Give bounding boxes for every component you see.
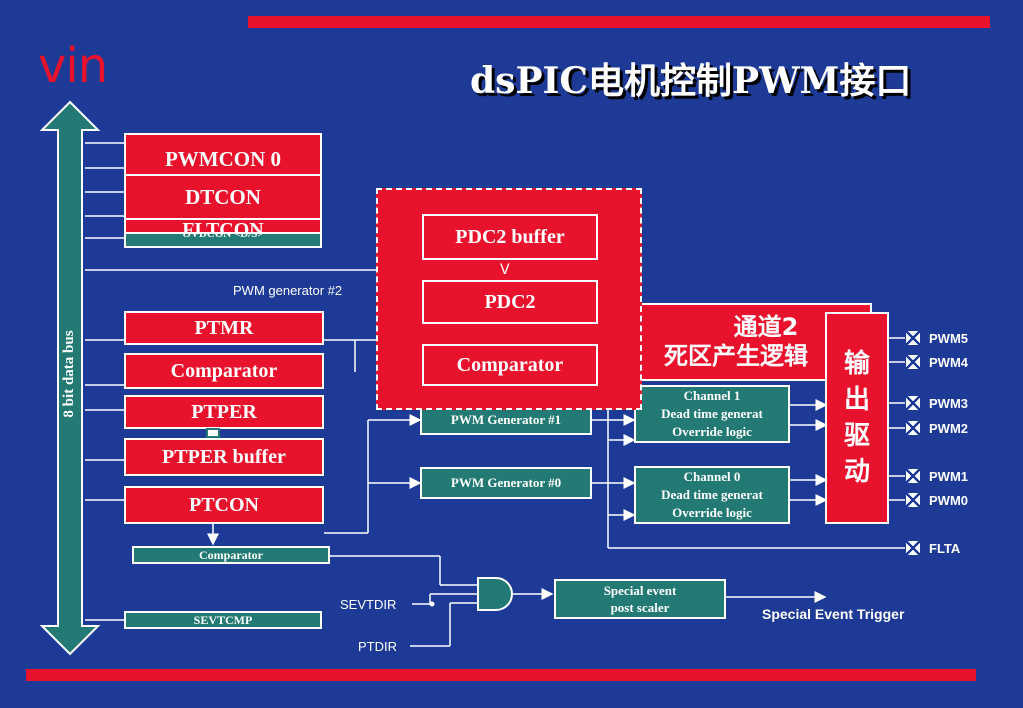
duty-comparator: Comparator (422, 344, 598, 386)
bottom-red-bar (26, 669, 976, 681)
dtcon-register: DTCON (124, 174, 322, 220)
output-driver: 输 出 驱 动 (825, 312, 889, 524)
ptper-buffer-register: PTPER buffer (124, 438, 324, 476)
logo-text: vin (38, 38, 108, 94)
pin-pwm5: PWM5 (905, 330, 968, 346)
ptper-register: PTPER (124, 395, 324, 429)
pin-flta: FLTA (905, 540, 960, 556)
down-arrow-icon: V (500, 262, 510, 278)
pin-icon (905, 395, 921, 411)
pin-pwm2: PWM2 (905, 420, 968, 436)
special-event-comparator: Comparator (132, 546, 330, 564)
period-comparator: Comparator (124, 353, 324, 389)
slide-title: dsPIC电机控制PWM接口 (470, 60, 912, 102)
vin-logo: vin (38, 38, 148, 98)
pin-icon (905, 354, 921, 370)
pin-pwm3: PWM3 (905, 395, 968, 411)
pdc2-buffer-register: PDC2 buffer (422, 214, 598, 260)
top-red-bar (248, 16, 990, 28)
special-event-postscaler: Special event post scaler (554, 579, 726, 619)
ptcon-register: PTCON (124, 486, 324, 524)
pdc2-register: PDC2 (422, 280, 598, 324)
pwmcon0-register: PWMCON 0 (124, 133, 322, 181)
load-arrow-icon (206, 428, 220, 438)
pin-pwm0: PWM0 (905, 492, 968, 508)
sevtdir-label: SEVTDIR (340, 597, 397, 612)
pin-icon (905, 492, 921, 508)
channel-0-box: Channel 0 Dead time generat Override log… (634, 466, 790, 524)
special-event-trigger-label: Special Event Trigger (762, 606, 905, 622)
pin-pwm1: PWM1 (905, 468, 968, 484)
pin-icon (905, 468, 921, 484)
channel-1-box: Channel 1 Dead time generat Override log… (634, 385, 790, 443)
pin-icon (905, 540, 921, 556)
ptdir-label: PTDIR (358, 639, 397, 654)
ptmr-register: PTMR (124, 311, 324, 345)
pin-icon (905, 420, 921, 436)
pin-pwm4: PWM4 (905, 354, 968, 370)
data-bus-arrow (39, 100, 101, 656)
pwm-generator-0: PWM Generator #0 (420, 467, 592, 499)
bus-label: 8 bit data bus (61, 330, 77, 418)
pwm-generator-2-label: PWM generator #2 (233, 283, 343, 298)
sevtcmp-register: SEVTCMP (124, 611, 322, 629)
pin-icon (905, 330, 921, 346)
